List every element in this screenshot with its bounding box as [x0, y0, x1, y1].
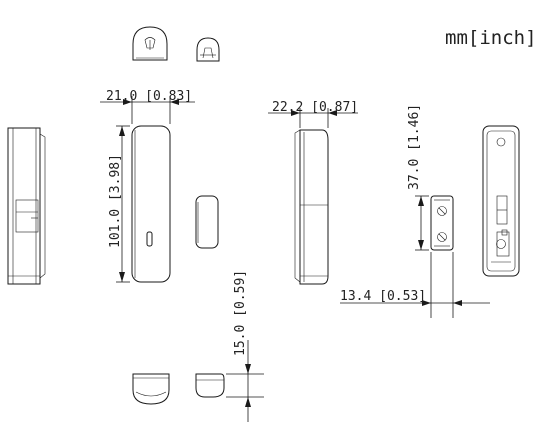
dim-magnet-height-label: 37.0 [1.46]: [407, 104, 422, 190]
bottom-view-magnet: [195, 373, 225, 398]
dim-side-width: 22.2 [0.87]: [268, 100, 358, 128]
dim-magnet-width-label: 13.4 [0.53]: [340, 289, 426, 304]
dim-side-width-label: 22.2 [0.87]: [272, 100, 358, 115]
unit-label: mm[inch]: [445, 27, 537, 49]
magnet-detail: [430, 195, 454, 251]
dim-magnet-width: 13.4 [0.53]: [340, 252, 490, 318]
magnet-front: [195, 195, 219, 249]
front-view-sensor: [131, 125, 171, 283]
dim-magnet-height: 37.0 [1.46]: [407, 104, 429, 251]
side-view: [294, 129, 329, 285]
top-view-sensor: [132, 26, 168, 61]
back-view-pcb: [482, 125, 520, 277]
dim-magnet-thickness-label: 15.0 [0.59]: [233, 270, 248, 356]
bottom-view-sensor: [132, 373, 170, 405]
dim-top-width: 21.0 [0.83]: [100, 89, 195, 124]
dim-top-height-label: 101.0 [3.98]: [108, 154, 123, 248]
dim-magnet-thickness: 15.0 [0.59]: [226, 270, 264, 422]
dim-top-width-label: 21.0 [0.83]: [106, 89, 192, 104]
dim-top-height: 101.0 [3.98]: [108, 125, 130, 283]
side-profile-left: [7, 127, 46, 285]
top-view-magnet: [196, 37, 220, 62]
